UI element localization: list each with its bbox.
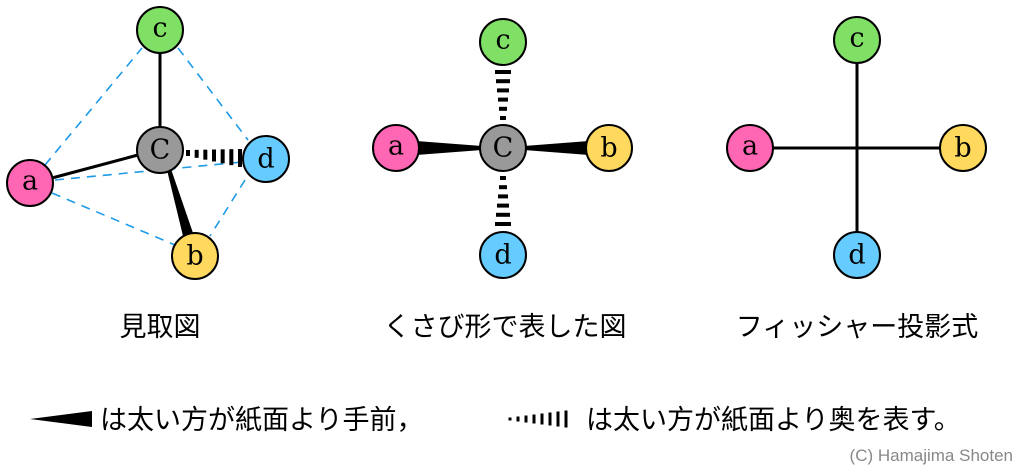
atom-c-label: c [495,25,510,56]
atom-b-label: b [954,133,971,164]
atom-C [136,126,184,174]
atom-C [479,124,527,172]
atom-a [6,159,54,207]
hash-bond-d [495,176,511,226]
wedge-drawing: c a C b d [372,18,633,279]
wedge-bond-b [167,169,193,236]
caption-fischer: フィッシャー投影式 [736,312,978,343]
wedge-bond-a [416,141,482,155]
atom-d [242,135,290,183]
atom-a-label: a [388,131,404,162]
copyright: (C) Hamajima Shoten [850,446,1013,465]
legend-hash-icon [508,410,568,428]
caption-wedge: くさび形で表した図 [384,312,627,343]
atom-d-label: d [494,240,511,271]
legend-wedge-text: は太い方が紙面より手前， [100,405,423,436]
atom-a [726,124,774,172]
atom-d [833,231,881,279]
wedge-bond-b [524,141,589,155]
tetrahedron-edges [44,47,249,246]
atom-b-label: b [186,241,203,272]
atom-c [136,6,184,54]
hash-bond-c [495,70,511,120]
fischer-projection: c a b d [726,16,987,279]
atom-a-label: a [22,166,38,197]
bond-a [51,153,139,180]
atom-a [372,124,420,172]
atom-b [585,124,633,172]
atom-c-label: c [152,13,167,44]
atom-a-label: a [742,131,758,162]
atom-b [171,232,219,280]
atom-d-label: d [257,144,274,175]
atom-d-label: d [848,240,865,271]
atom-b-label: b [600,133,617,164]
atom-b [939,124,987,172]
atom-c-label: c [849,23,864,54]
atom-c [833,16,881,64]
atom-C-label: C [493,133,514,164]
hash-bond-d [186,149,242,167]
atom-C-label: C [150,135,171,166]
atom-c [479,18,527,66]
perspective-drawing: c C d a b [6,6,290,280]
caption-perspective: 見取図 [120,312,201,343]
legend-hash-text: は太い方が紙面より奥を表す。 [586,405,961,436]
atom-d [479,231,527,279]
legend-wedge-icon [30,411,92,427]
